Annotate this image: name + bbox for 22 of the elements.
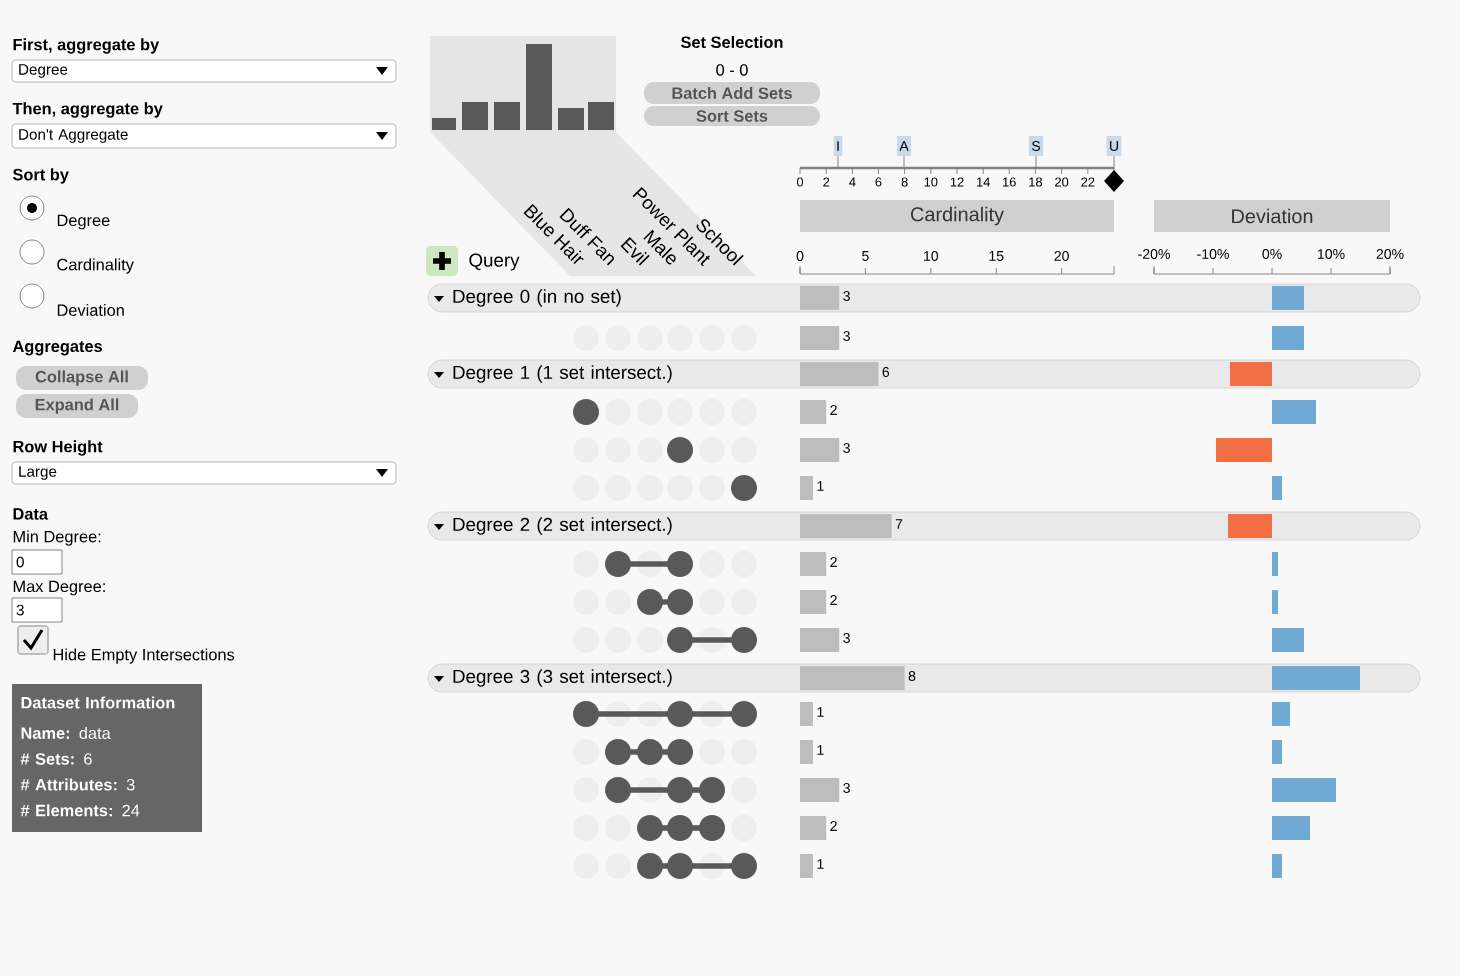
checkbox-label: Hide Empty Intersections (53, 648, 235, 664)
option-label: Deviation (57, 304, 124, 316)
field-label: Max Degree: (13, 580, 105, 596)
section-heading: Aggregates (12, 340, 103, 356)
column-header: Deviation (1154, 200, 1390, 232)
range-text: 0 - 0 (716, 64, 748, 76)
section-heading: Then, aggregate by (12, 102, 163, 118)
field-label: Min Degree: (13, 530, 101, 546)
node-label: Sort Sets (696, 110, 768, 122)
info-panel: Dataset Information Name: data # Sets: 6 # Attributes: 3 # Elements: 24 (12, 684, 202, 832)
button: Collapse All (16, 366, 148, 390)
section-heading: Sort by (12, 168, 69, 184)
section-heading: Row Height (13, 440, 103, 456)
option-label: Cardinality (57, 258, 134, 274)
section-heading: Set Selection (681, 36, 783, 48)
column-header: Cardinality (800, 200, 1114, 232)
option-label: Degree (57, 214, 110, 230)
button: Expand All (16, 394, 138, 418)
button: Batch Add Sets (644, 82, 820, 104)
node-label: Batch Add Sets (672, 87, 792, 100)
button: Sort Sets (644, 106, 820, 126)
section-heading: Data (13, 508, 49, 520)
